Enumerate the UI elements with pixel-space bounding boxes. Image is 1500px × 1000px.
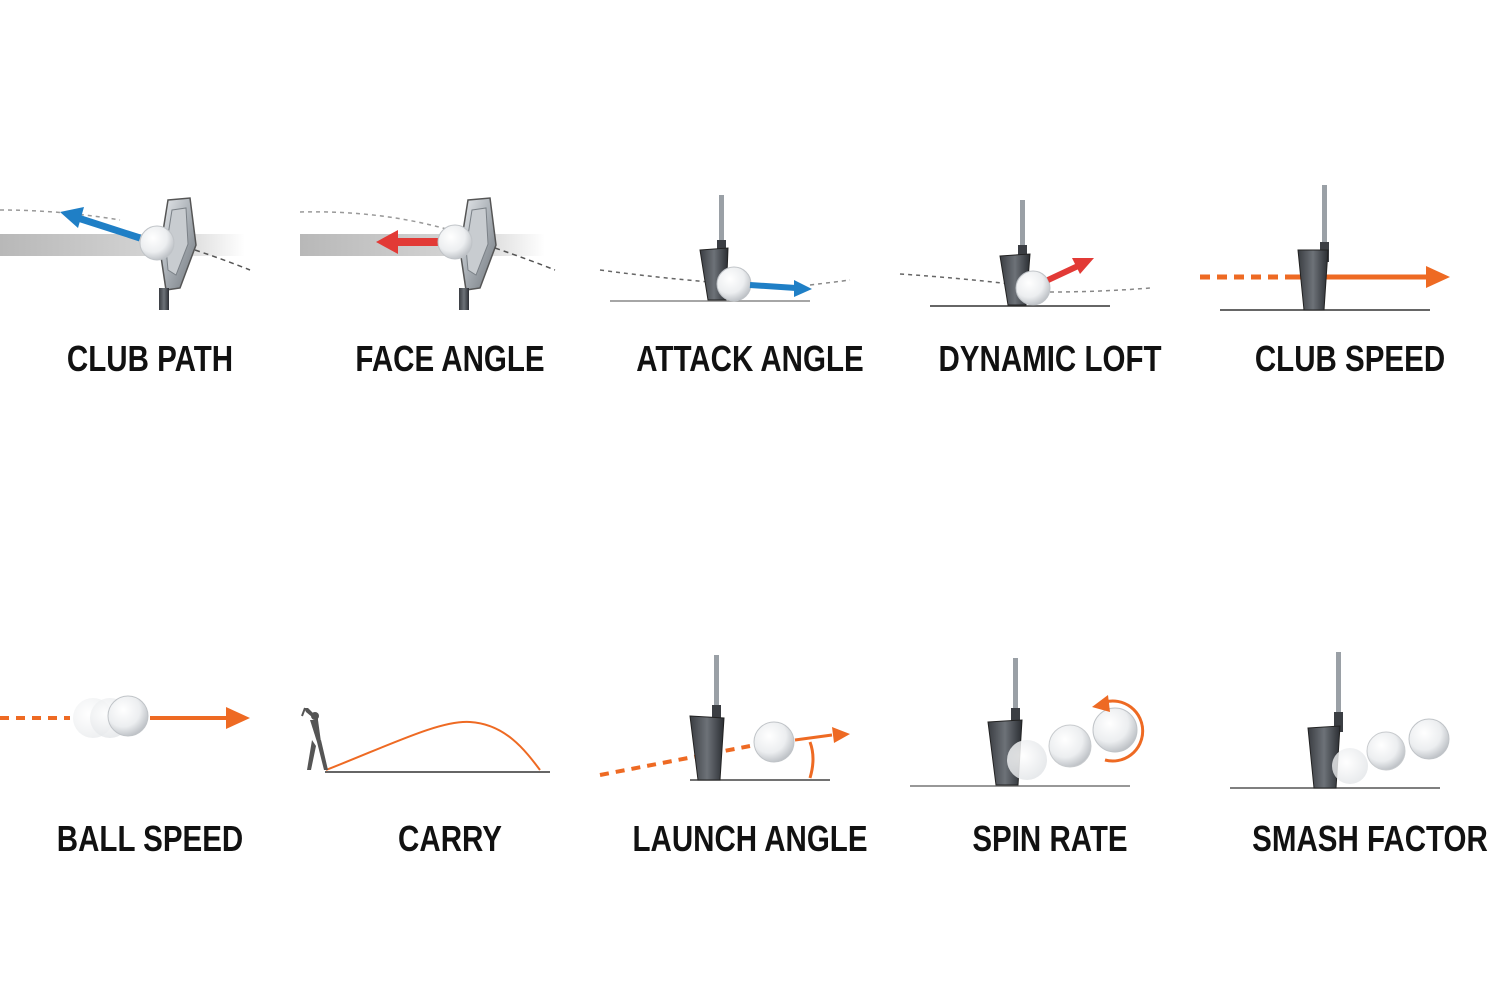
- metric-smash-factor: SMASH FACTOR: [1200, 650, 1500, 930]
- face-angle-icon: [299, 197, 556, 310]
- metric-label: FACE ANGLE: [355, 338, 545, 379]
- spin-rate-icon: [910, 658, 1145, 787]
- metric-ball-speed: BALL SPEED: [0, 650, 300, 930]
- smash-factor-icon: [1230, 652, 1450, 789]
- metric-label: DYNAMIC LOFT: [938, 338, 1162, 379]
- carry-icon: [301, 707, 550, 773]
- metric-label: CLUB PATH: [66, 338, 234, 379]
- metric-spin-rate: SPIN RATE: [900, 650, 1200, 930]
- dynamic-loft-icon: [899, 200, 1151, 307]
- ball-speed-icon: [0, 695, 250, 738]
- attack-angle-icon: [599, 195, 851, 302]
- metric-dynamic-loft: DYNAMIC LOFT: [899, 170, 1200, 450]
- metric-carry: CARRY: [300, 650, 600, 930]
- metric-label: BALL SPEED: [56, 818, 244, 859]
- metric-label: CLUB SPEED: [1254, 338, 1446, 379]
- metric-label: LAUNCH ANGLE: [632, 818, 868, 859]
- metric-club-path: CLUB PATH: [0, 170, 300, 450]
- metric-label: SPIN RATE: [972, 818, 1128, 859]
- metric-club-speed: CLUB SPEED: [1200, 170, 1500, 450]
- metric-attack-angle: ATTACK ANGLE: [599, 170, 900, 450]
- metric-launch-angle: LAUNCH ANGLE: [599, 650, 900, 930]
- metric-label: SMASH FACTOR: [1252, 818, 1488, 859]
- club-speed-icon: [1200, 185, 1450, 311]
- launch-angle-icon: [599, 655, 850, 781]
- metric-label: CARRY: [398, 818, 502, 859]
- club-path-icon: [0, 197, 251, 310]
- metric-label: ATTACK ANGLE: [636, 338, 864, 379]
- metric-face-angle: FACE ANGLE: [299, 170, 600, 450]
- golfer-icon: [301, 707, 328, 770]
